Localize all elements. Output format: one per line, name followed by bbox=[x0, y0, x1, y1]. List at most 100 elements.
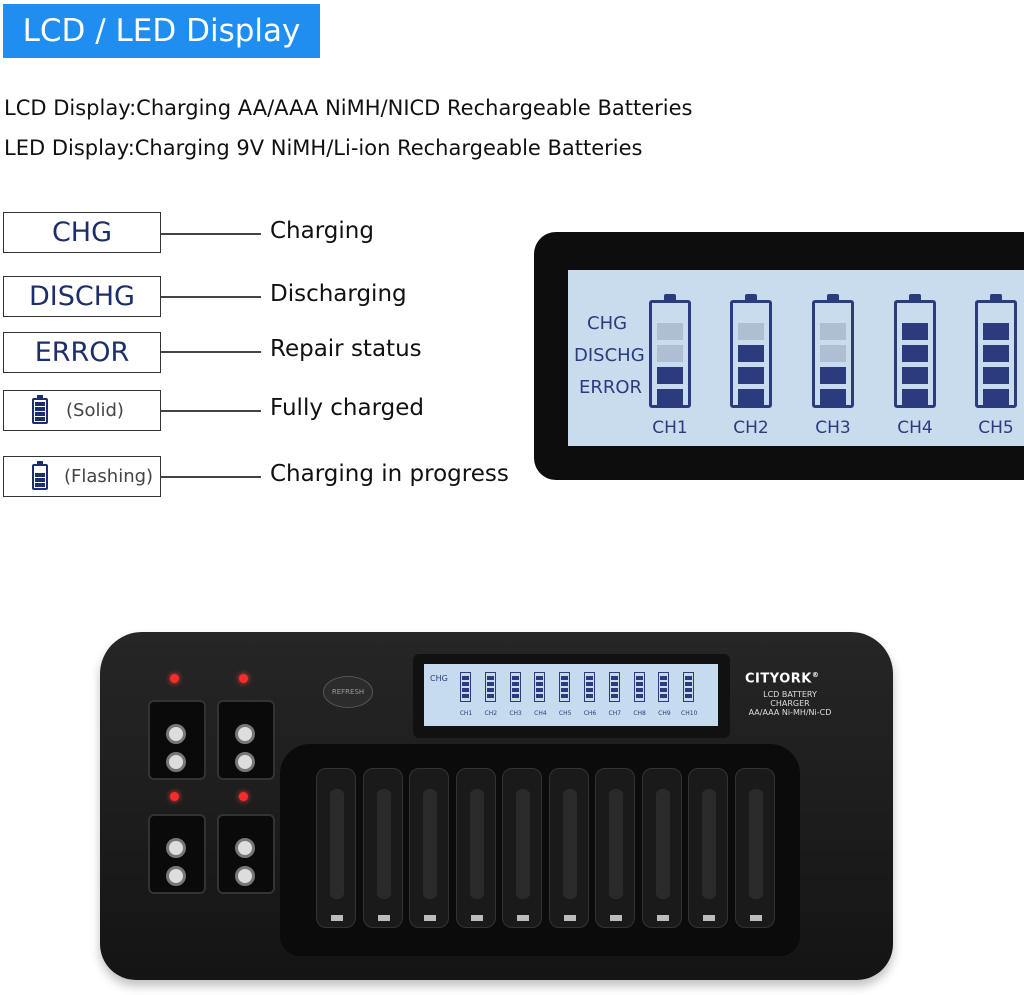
9v-bay bbox=[217, 700, 275, 780]
battery-segment bbox=[902, 323, 928, 340]
brand-logo: CITYORK® bbox=[745, 671, 820, 687]
device-channel-label: CH8 bbox=[633, 710, 646, 717]
battery-segment bbox=[983, 389, 1009, 406]
battery-segment bbox=[657, 345, 683, 362]
lcd-channel-battery-icon bbox=[649, 294, 691, 408]
lcd-channel-label: CH5 bbox=[978, 418, 1014, 438]
legend-box-flashing: (Flashing) bbox=[3, 456, 161, 497]
battery-segment bbox=[738, 323, 764, 340]
device-subtitle: AA/AAA Ni-MH/Ni-CD bbox=[748, 708, 832, 717]
battery-segment bbox=[983, 345, 1009, 362]
device-subtitle: CHARGER bbox=[770, 699, 810, 708]
device-channel-battery-icon bbox=[658, 672, 670, 702]
led-indicator bbox=[170, 674, 179, 683]
legend-label-charging: Charging bbox=[270, 218, 374, 244]
legend-code-flashing: (Flashing) bbox=[64, 466, 154, 487]
battery-slot bbox=[362, 768, 403, 928]
legend-connector bbox=[161, 233, 261, 235]
lcd-channel-label: CH2 bbox=[733, 418, 769, 438]
battery-slot bbox=[734, 768, 775, 928]
battery-segment bbox=[902, 367, 928, 384]
device-channel-label: CH2 bbox=[484, 710, 498, 717]
device-channel-battery-icon bbox=[584, 672, 595, 702]
device-channel-battery-icon bbox=[608, 672, 620, 702]
battery-segment bbox=[820, 323, 846, 340]
battery-segment bbox=[820, 345, 846, 362]
legend-code-solid: (Solid) bbox=[66, 400, 124, 421]
battery-segment bbox=[738, 367, 764, 384]
device-channel-label: CH10 bbox=[681, 710, 698, 717]
device-channel-label: CH9 bbox=[658, 710, 671, 717]
device-channel-battery-icon bbox=[460, 672, 471, 702]
battery-slot bbox=[455, 768, 496, 928]
battery-segment bbox=[902, 389, 928, 406]
device-channel-battery-icon bbox=[633, 672, 645, 702]
legend-box-dischg: DISCHG bbox=[3, 276, 161, 317]
legend-connector bbox=[161, 351, 261, 353]
battery-segment bbox=[820, 367, 846, 384]
led-indicator bbox=[239, 792, 248, 801]
legend-label-charging-progress: Charging in progress bbox=[270, 461, 509, 487]
lcd-channel-label: CH1 bbox=[652, 418, 688, 438]
battery-segment bbox=[657, 367, 683, 384]
device-channel-label: CH3 bbox=[509, 710, 522, 717]
refresh-button[interactable]: REFRESH bbox=[323, 676, 373, 708]
lcd-panel-screen bbox=[568, 270, 1024, 446]
lcd-channel-battery-icon bbox=[730, 294, 772, 408]
device-channel-label: CH4 bbox=[534, 710, 547, 717]
9v-bay bbox=[148, 814, 206, 894]
lcd-channel-battery-icon bbox=[812, 294, 854, 408]
device-channel-battery-icon bbox=[559, 672, 571, 702]
lcd-channel-label: CH4 bbox=[897, 418, 933, 438]
device-subtitle: LCD BATTERY bbox=[763, 690, 817, 699]
battery-segment bbox=[738, 389, 764, 406]
legend-label-fully-charged: Fully charged bbox=[270, 395, 424, 421]
device-channel-battery-icon bbox=[683, 672, 695, 702]
battery-segment bbox=[738, 345, 764, 362]
9v-bay bbox=[148, 700, 206, 780]
device-channel-label: CH1 bbox=[459, 710, 473, 717]
led-indicator bbox=[239, 674, 248, 683]
battery-charging-icon bbox=[32, 460, 48, 490]
device-channel-battery-icon bbox=[534, 672, 546, 702]
battery-slot bbox=[548, 768, 589, 928]
lcd-channel-battery-icon bbox=[894, 294, 936, 408]
description-led: LED Display:Charging 9V NiMH/Li-ion Rech… bbox=[4, 136, 643, 160]
device-channel-label: CH6 bbox=[583, 710, 597, 717]
device-channel-battery-icon bbox=[509, 672, 521, 702]
battery-segment bbox=[902, 345, 928, 362]
lcd-channel-label: CH3 bbox=[815, 418, 851, 438]
legend-label-repair: Repair status bbox=[270, 336, 422, 362]
device-channel-label: CH5 bbox=[558, 710, 572, 717]
battery-segment bbox=[820, 389, 846, 406]
legend-connector bbox=[161, 476, 261, 478]
legend-connector bbox=[161, 296, 261, 298]
battery-slot bbox=[316, 768, 356, 928]
description-lcd: LCD Display:Charging AA/AAA NiMH/NICD Re… bbox=[4, 96, 693, 120]
led-indicator bbox=[170, 792, 179, 801]
page-title: LCD / LED Display bbox=[3, 4, 320, 58]
battery-slot bbox=[688, 768, 728, 928]
legend-label-discharging: Discharging bbox=[270, 281, 407, 307]
device-channel-battery-icon bbox=[484, 672, 496, 702]
battery-full-icon bbox=[32, 394, 48, 424]
9v-bay bbox=[217, 814, 275, 894]
device-status-chg: CHG bbox=[430, 674, 448, 683]
legend-box-solid: (Solid) bbox=[3, 390, 161, 431]
battery-segment bbox=[983, 367, 1009, 384]
battery-slot bbox=[595, 768, 635, 928]
lcd-status-dischg: DISCHG bbox=[574, 345, 645, 366]
battery-slot bbox=[641, 768, 682, 928]
legend-box-error: ERROR bbox=[3, 332, 161, 373]
battery-slot bbox=[502, 768, 542, 928]
device-channel-label: CH7 bbox=[608, 710, 622, 717]
battery-segment bbox=[657, 323, 683, 340]
lcd-status-error: ERROR bbox=[579, 377, 643, 398]
battery-segment bbox=[983, 323, 1009, 340]
battery-segment bbox=[657, 389, 683, 406]
lcd-channel-battery-icon bbox=[975, 294, 1017, 408]
legend-connector bbox=[161, 410, 261, 412]
lcd-status-chg: CHG bbox=[587, 313, 628, 334]
legend-box-chg: CHG bbox=[3, 212, 161, 253]
battery-slot bbox=[409, 768, 449, 928]
